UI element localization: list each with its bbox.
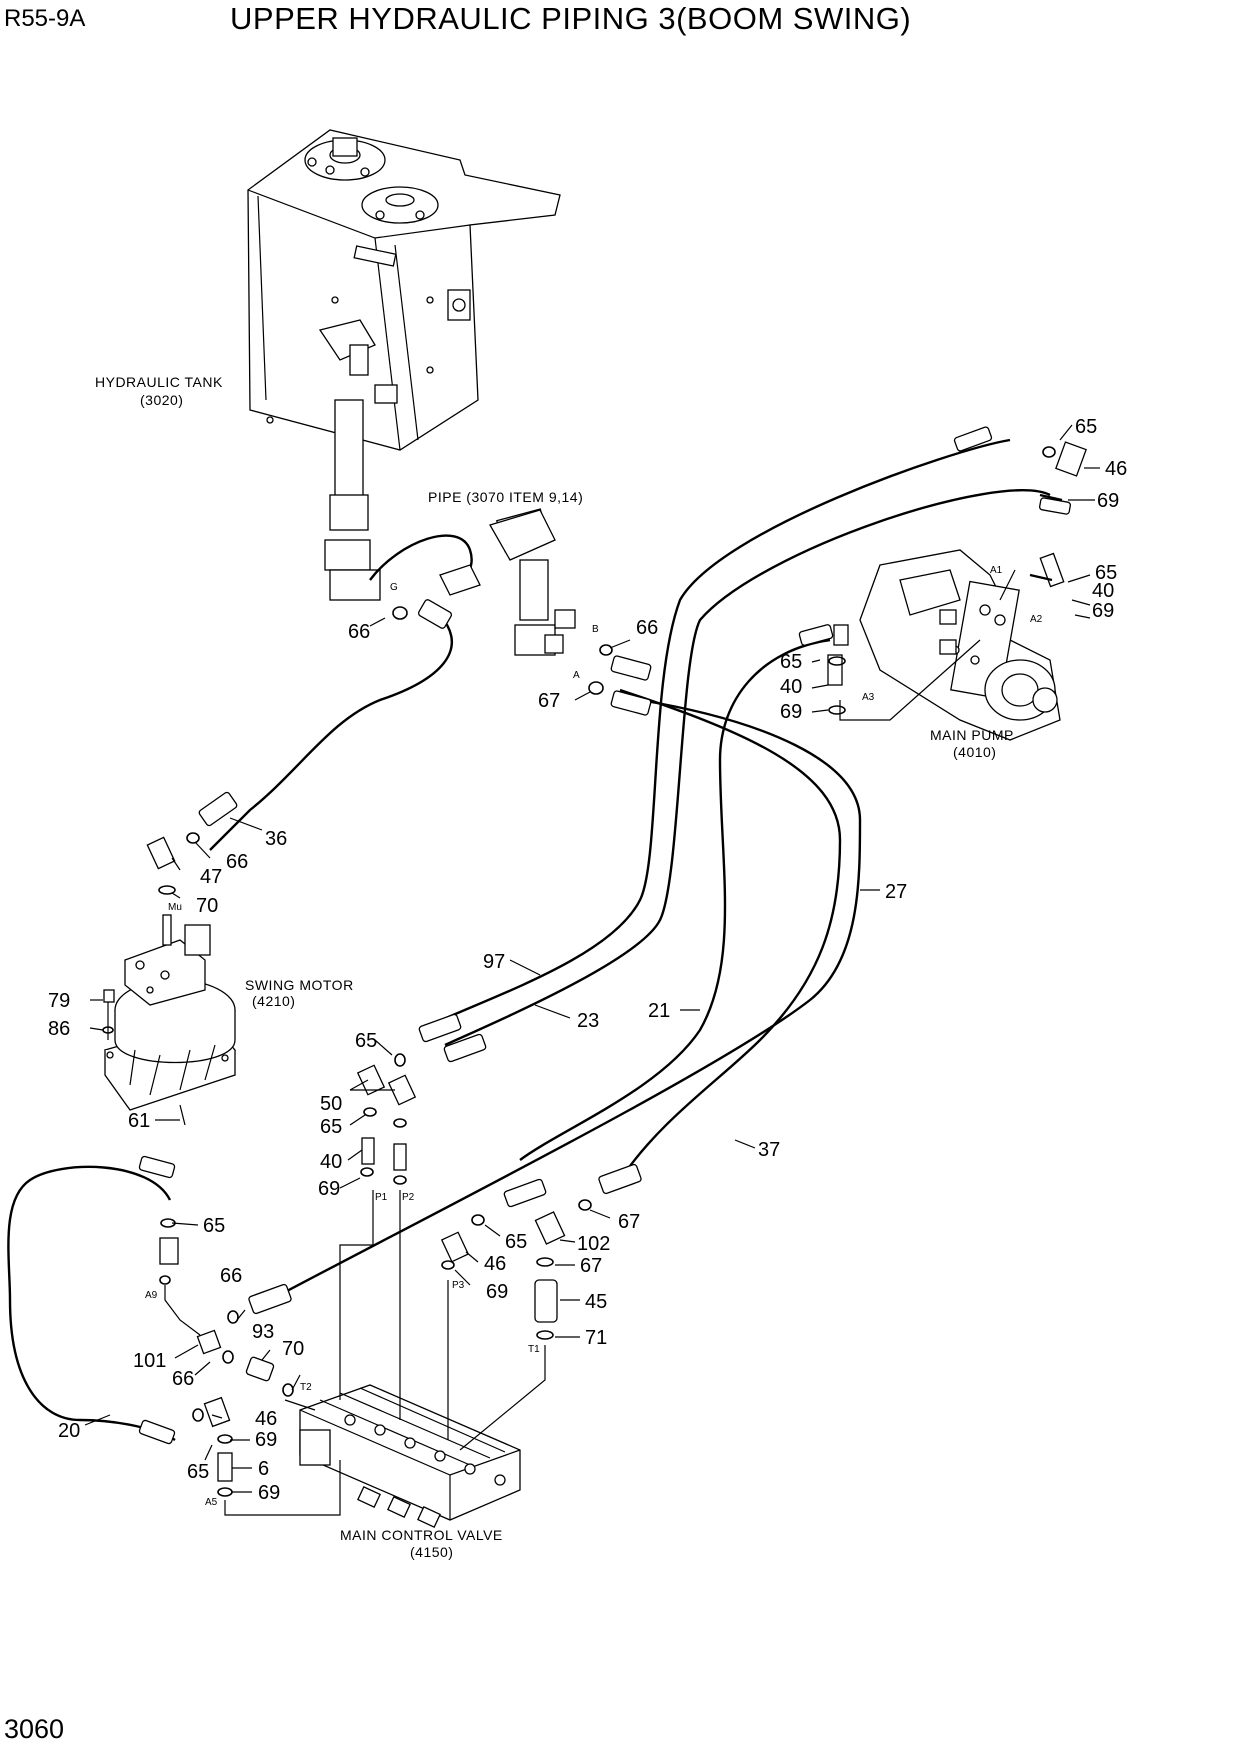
port-a3: A3 (862, 692, 875, 703)
port-a1: A1 (990, 565, 1003, 576)
callout-67-t1: 67 (580, 1255, 602, 1277)
main-pump-label: MAIN PUMP (930, 727, 1014, 743)
port-a: A (573, 670, 580, 681)
port-p2: P2 (402, 1192, 415, 1203)
hydraulic-tank-drawing (247, 129, 561, 601)
callout-65-a3: 65 (780, 651, 802, 673)
callout-69-a5: 69 (255, 1429, 277, 1451)
callout-86: 86 (48, 1018, 70, 1040)
callout-66-motor: 66 (226, 851, 248, 873)
callout-61: 61 (128, 1110, 150, 1132)
callout-36: 36 (265, 828, 287, 850)
hydraulic-tank-label: HYDRAULIC TANK (95, 374, 223, 390)
callout-66-tank: 66 (348, 621, 370, 643)
callout-67-hose: 67 (618, 1211, 640, 1233)
callout-69-p: 69 (318, 1178, 340, 1200)
model-code: R55-9A (4, 5, 85, 32)
callout-69-pump: 69 (1092, 600, 1114, 622)
callout-23: 23 (577, 1010, 599, 1032)
callout-69-p3: 69 (486, 1281, 508, 1303)
main-control-valve-label: MAIN CONTROL VALVE (340, 1527, 503, 1543)
callout-101: 101 (133, 1350, 166, 1372)
callout-71: 71 (585, 1327, 607, 1349)
callout-6: 6 (258, 1458, 269, 1480)
callout-27: 27 (885, 881, 907, 903)
callout-65-a9: 65 (203, 1215, 225, 1237)
port-a5: A5 (205, 1497, 218, 1508)
callout-67-pipe: 67 (538, 690, 560, 712)
swing-motor-ref: (4210) (252, 993, 295, 1009)
callout-69-a3: 69 (780, 701, 802, 723)
return-pipe (369, 508, 576, 656)
swing-motor-drawing (103, 914, 237, 1111)
port-b: B (592, 624, 599, 635)
fittings-and-orings (102, 446, 1056, 1497)
callout-40-a3: 40 (780, 676, 802, 698)
callout-69-pump-top: 69 (1097, 490, 1119, 512)
page-number: 3060 (4, 1714, 64, 1744)
swing-motor-label: SWING MOTOR (245, 977, 354, 993)
leader-lines (84, 424, 1100, 1516)
callout-46-pump: 46 (1105, 458, 1127, 480)
callout-65-hose: 65 (355, 1030, 377, 1052)
callout-50: 50 (320, 1093, 342, 1115)
pipe-ref-label: PIPE (3070 ITEM 9,14) (428, 489, 583, 505)
port-mu: Mu (168, 902, 182, 913)
callout-65-pump-top: 65 (1075, 416, 1097, 438)
callout-102: 102 (577, 1233, 610, 1255)
callout-66-a9: 66 (220, 1265, 242, 1287)
port-t2: T2 (300, 1382, 312, 1393)
callout-20: 20 (58, 1420, 80, 1442)
callout-65-pump: 65 (1095, 562, 1117, 584)
callout-65-p: 65 (320, 1116, 342, 1138)
callout-65-p3: 65 (505, 1231, 527, 1253)
callout-97: 97 (483, 951, 505, 973)
callout-65-a5: 65 (187, 1461, 209, 1483)
callout-47: 47 (200, 866, 222, 888)
callout-66-a5: 66 (172, 1368, 194, 1390)
pump-fittings (827, 441, 1087, 721)
main-control-valve-ref: (4150) (410, 1544, 453, 1560)
callout-69-a5-bottom: 69 (258, 1482, 280, 1504)
page-title: UPPER HYDRAULIC PIPING 3(BOOM SWING) (230, 1, 911, 36)
callout-40-pump: 40 (1092, 580, 1114, 602)
callout-45: 45 (585, 1291, 607, 1313)
callout-93: 93 (252, 1321, 274, 1343)
main-pump-drawing (859, 549, 1061, 741)
callout-37: 37 (758, 1139, 780, 1161)
callout-79: 79 (48, 990, 70, 1012)
callout-66-pipe: 66 (636, 617, 658, 639)
port-p1: P1 (375, 1192, 388, 1203)
callout-46-p3: 46 (484, 1253, 506, 1275)
port-a9: A9 (145, 1290, 158, 1301)
hose-bundle (7, 438, 1051, 1442)
callout-21: 21 (648, 1000, 670, 1022)
callout-40-p: 40 (320, 1151, 342, 1173)
hose-ferrules (138, 426, 1071, 1445)
main-control-valve-drawing (299, 1384, 521, 1529)
port-a2: A2 (1030, 614, 1043, 625)
main-pump-ref: (4010) (953, 744, 996, 760)
port-g: G (390, 582, 398, 593)
callout-46-a5: 46 (255, 1408, 277, 1430)
hydraulic-tank-ref: (3020) (140, 392, 183, 408)
port-p3: P3 (452, 1280, 465, 1291)
callout-70-t2: 70 (282, 1338, 304, 1360)
callout-70-motor: 70 (196, 895, 218, 917)
port-t1: T1 (528, 1344, 540, 1355)
